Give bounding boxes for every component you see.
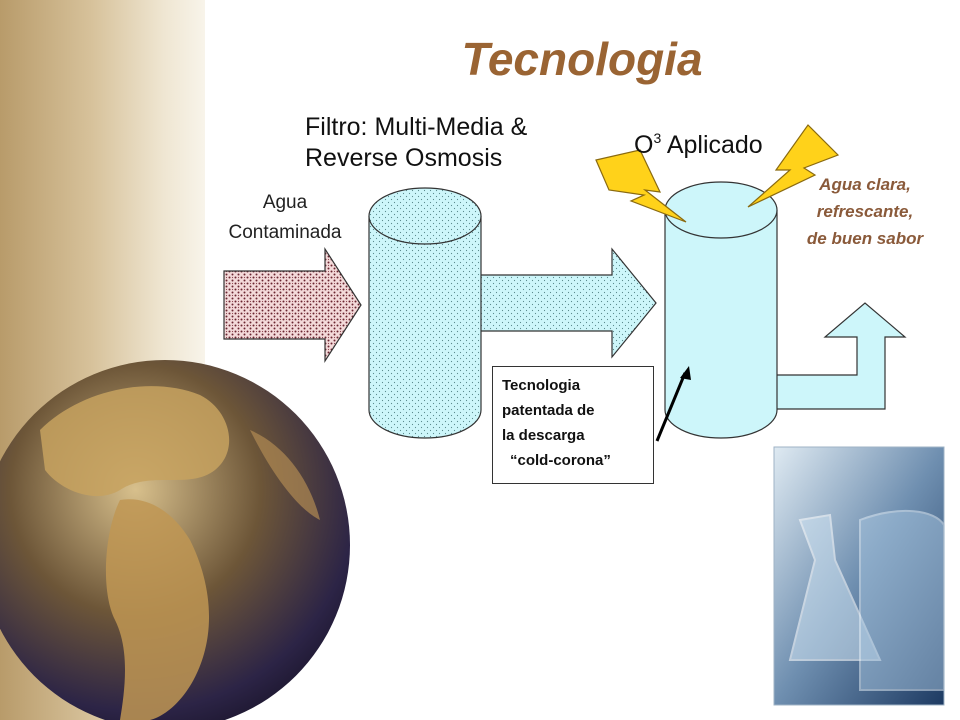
output-label-line-2: refrescante, bbox=[816, 202, 914, 221]
filter-label-line-2: Reverse Osmosis bbox=[305, 144, 503, 172]
lightning-bolt-right-icon bbox=[747, 124, 840, 208]
output-label-line-3: de buen sabor bbox=[806, 229, 924, 248]
filter-to-ozone-arrow bbox=[479, 247, 657, 359]
patent-note-line-4: “cold-corona” bbox=[510, 452, 611, 469]
patent-note-line-3: la descarga bbox=[502, 427, 585, 444]
ozone-symbol: O bbox=[634, 131, 654, 159]
patent-note-line-1: Tecnologia bbox=[502, 377, 581, 394]
filter-label-line-1: Filtro: Multi-Media & bbox=[305, 113, 528, 141]
input-arrow bbox=[223, 246, 362, 364]
patent-note-line-2: patentada de bbox=[502, 402, 595, 419]
slide-title: Tecnologia bbox=[461, 33, 703, 85]
output-arrow bbox=[774, 302, 907, 410]
note-pointer-line bbox=[655, 372, 687, 442]
ozone-subscript: 3 bbox=[653, 130, 662, 146]
note-pointer-arrowhead bbox=[680, 366, 691, 380]
output-label-line-1: Agua clara, bbox=[819, 175, 911, 194]
lab-glassware-photo bbox=[773, 446, 945, 706]
input-label-line-2: Contaminada bbox=[228, 222, 342, 243]
patent-note-box: Tecnologia patentada de la descarga “col… bbox=[492, 366, 654, 484]
filter-tank bbox=[368, 187, 482, 439]
lightning-bolt-left-icon bbox=[595, 149, 687, 223]
ozone-label-text: Aplicado bbox=[661, 131, 763, 159]
input-label-line-1: Agua bbox=[262, 192, 308, 213]
globe-image bbox=[0, 360, 350, 720]
ozone-tank bbox=[664, 181, 778, 439]
ozone-label: O3 Aplicado bbox=[634, 130, 763, 160]
